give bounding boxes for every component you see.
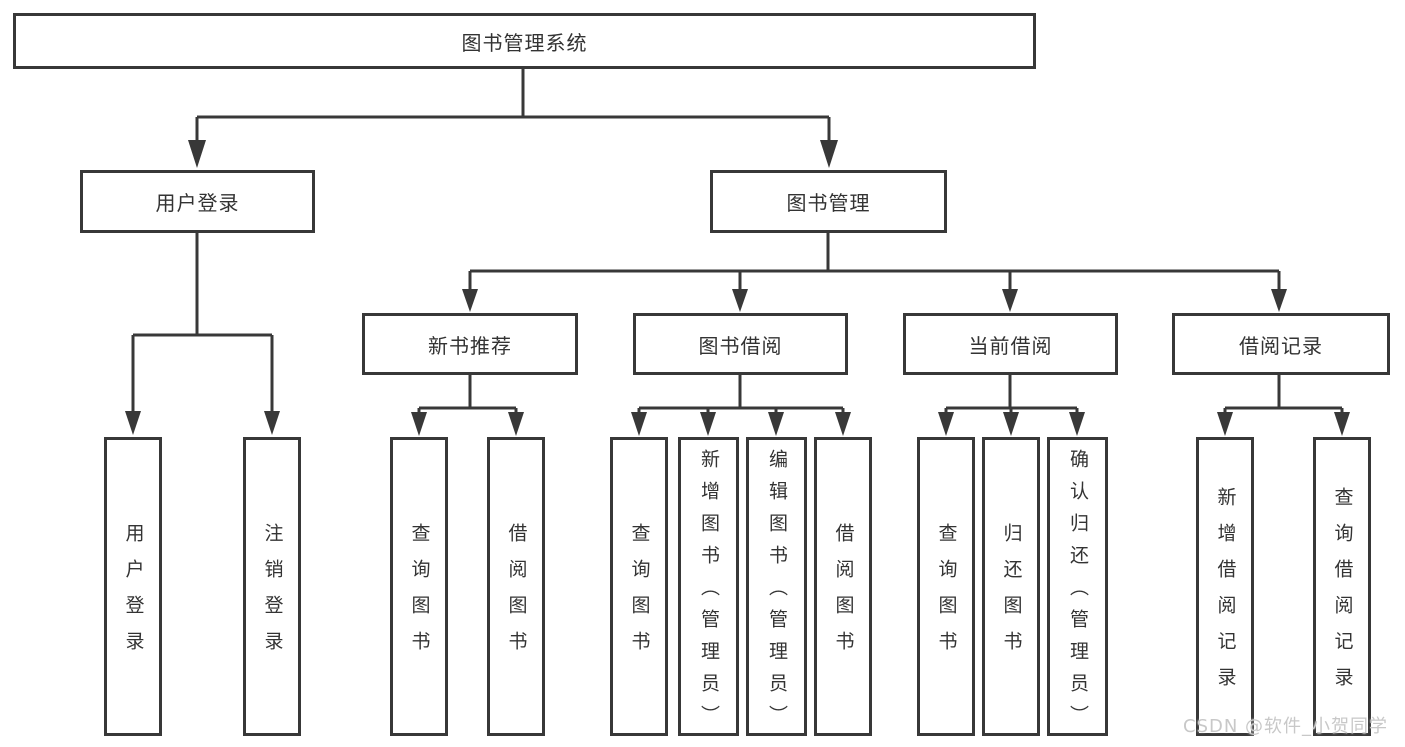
leaf-add-borrow-record-label: 新增借阅记录	[1214, 487, 1237, 703]
arrowhead-borrow-record	[1271, 289, 1287, 312]
leaf-confirm-return-admin-label: 确认归还（管理员）	[1067, 449, 1089, 737]
leaf-borrow-books-1: 借阅图书	[487, 437, 545, 736]
node-user-login: 用户登录	[80, 170, 315, 233]
leaf-query-books-3: 查询图书	[917, 437, 975, 736]
arrowhead-leaf-add-borrow-record	[1217, 412, 1233, 436]
connector-root-to-level1	[195, 69, 831, 142]
node-book-borrowing: 图书借阅	[633, 313, 848, 375]
leaf-query-books-1-label: 查询图书	[408, 523, 431, 667]
connector-borrow-record-to-leaves	[1223, 375, 1344, 414]
arrowhead-leaf-query-borrow-record	[1334, 412, 1350, 436]
leaf-return-book: 归还图书	[982, 437, 1040, 736]
arrowhead-leaf-query-books-1	[411, 412, 427, 436]
leaf-user-login: 用户登录	[104, 437, 162, 736]
arrowhead-leaf-edit-book	[768, 412, 784, 436]
leaf-query-books-2: 查询图书	[610, 437, 668, 736]
leaf-borrow-books-2-label: 借阅图书	[832, 523, 855, 667]
node-root: 图书管理系统	[13, 13, 1036, 69]
arrowhead-leaf-user-login	[125, 411, 141, 435]
connector-current-borrow-to-leaves	[944, 375, 1079, 414]
node-user-login-label: 用户登录	[155, 191, 240, 215]
node-current-borrowing-label: 当前借阅	[968, 333, 1053, 358]
arrowhead-leaf-query-books-3	[938, 412, 954, 436]
node-book-management-label: 图书管理	[786, 191, 871, 215]
leaf-add-borrow-record: 新增借阅记录	[1196, 437, 1254, 736]
node-borrowing-records: 借阅记录	[1172, 313, 1390, 375]
node-current-borrowing: 当前借阅	[903, 313, 1118, 375]
leaf-logout-label: 注销登录	[261, 523, 284, 667]
leaf-add-book-admin-label: 新增图书（管理员）	[698, 449, 720, 737]
watermark: CSDN @软件_小贺同学	[1183, 716, 1389, 737]
leaf-query-borrow-record-label: 查询借阅记录	[1331, 487, 1354, 703]
arrowhead-leaf-add-book	[700, 412, 716, 436]
arrowhead-leaf-logout	[264, 411, 280, 435]
leaf-edit-book-admin: 编辑图书（管理员）	[746, 437, 807, 737]
node-book-borrowing-label: 图书借阅	[698, 333, 783, 358]
leaf-logout: 注销登录	[243, 437, 301, 736]
connector-user-login-to-leaves	[131, 233, 274, 413]
arrowhead-current-borrow	[1002, 289, 1018, 312]
leaf-query-books-3-label: 查询图书	[935, 523, 958, 667]
leaf-edit-book-admin-label: 编辑图书（管理员）	[766, 449, 788, 737]
leaf-add-book-admin: 新增图书（管理员）	[678, 437, 739, 737]
arrowhead-leaf-confirm-return	[1069, 412, 1085, 436]
leaf-borrow-books-2: 借阅图书	[814, 437, 872, 736]
leaf-query-books-1: 查询图书	[390, 437, 448, 736]
arrowhead-user-login	[188, 140, 206, 168]
arrowhead-leaf-query-books-2	[631, 412, 647, 436]
node-borrowing-records-label: 借阅记录	[1239, 333, 1323, 358]
arrowhead-leaf-return-book	[1003, 412, 1019, 436]
connector-book-management-to-level2	[468, 233, 1281, 292]
arrowhead-new-book-rec	[462, 289, 478, 312]
leaf-query-books-2-label: 查询图书	[628, 523, 651, 667]
connector-book-borrow-to-leaves	[637, 375, 845, 414]
node-new-book-recommendation-label: 新书推荐	[428, 333, 512, 358]
node-root-label: 图书管理系统	[461, 30, 588, 55]
arrowhead-book-management	[820, 140, 838, 168]
leaf-confirm-return-admin: 确认归还（管理员）	[1047, 437, 1108, 737]
node-book-management: 图书管理	[710, 170, 947, 233]
arrowhead-leaf-borrow-books-1	[508, 412, 524, 436]
leaf-return-book-label: 归还图书	[1000, 523, 1023, 667]
leaf-user-login-label: 用户登录	[122, 523, 145, 667]
leaf-borrow-books-1-label: 借阅图书	[505, 523, 528, 667]
arrowhead-leaf-borrow-books-2	[835, 412, 851, 436]
leaf-query-borrow-record: 查询借阅记录	[1313, 437, 1371, 736]
arrowhead-book-borrow	[732, 289, 748, 312]
connector-new-book-rec-to-leaves	[417, 375, 518, 414]
node-new-book-recommendation: 新书推荐	[362, 313, 578, 375]
